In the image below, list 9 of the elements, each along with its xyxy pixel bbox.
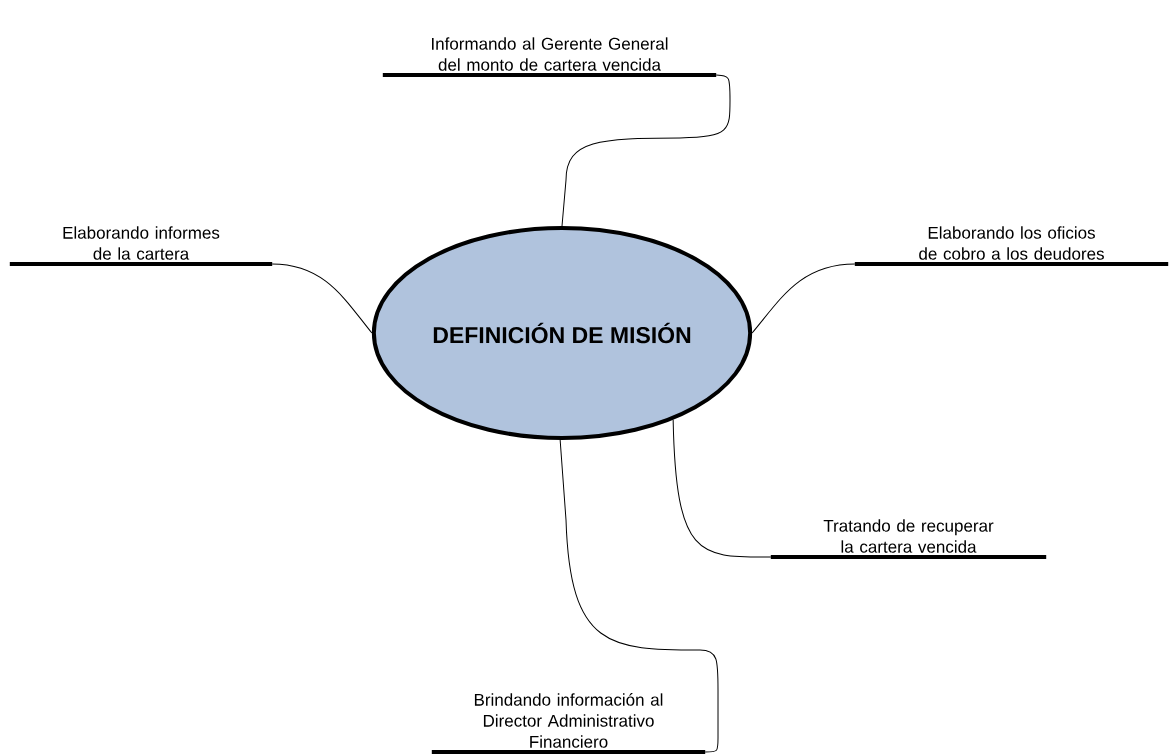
underlined-label: Tratando de recuperar la cartera vencida	[770, 519, 1047, 559]
underlined-label: Brindando información al Director Administrativo Financiero	[431, 693, 706, 754]
underlined-label: Informando al Gerente General del monto de cartera vencida	[382, 37, 717, 77]
underlined-label: Elaborando los oficios de cobro a los deudores	[854, 226, 1169, 266]
connector-line	[751, 263, 856, 334]
underlined-label: Elaborando informes de la cartera	[9, 226, 273, 266]
connector-line	[672, 419, 772, 558]
connector-line	[561, 74, 731, 227]
connector-line	[271, 263, 373, 334]
